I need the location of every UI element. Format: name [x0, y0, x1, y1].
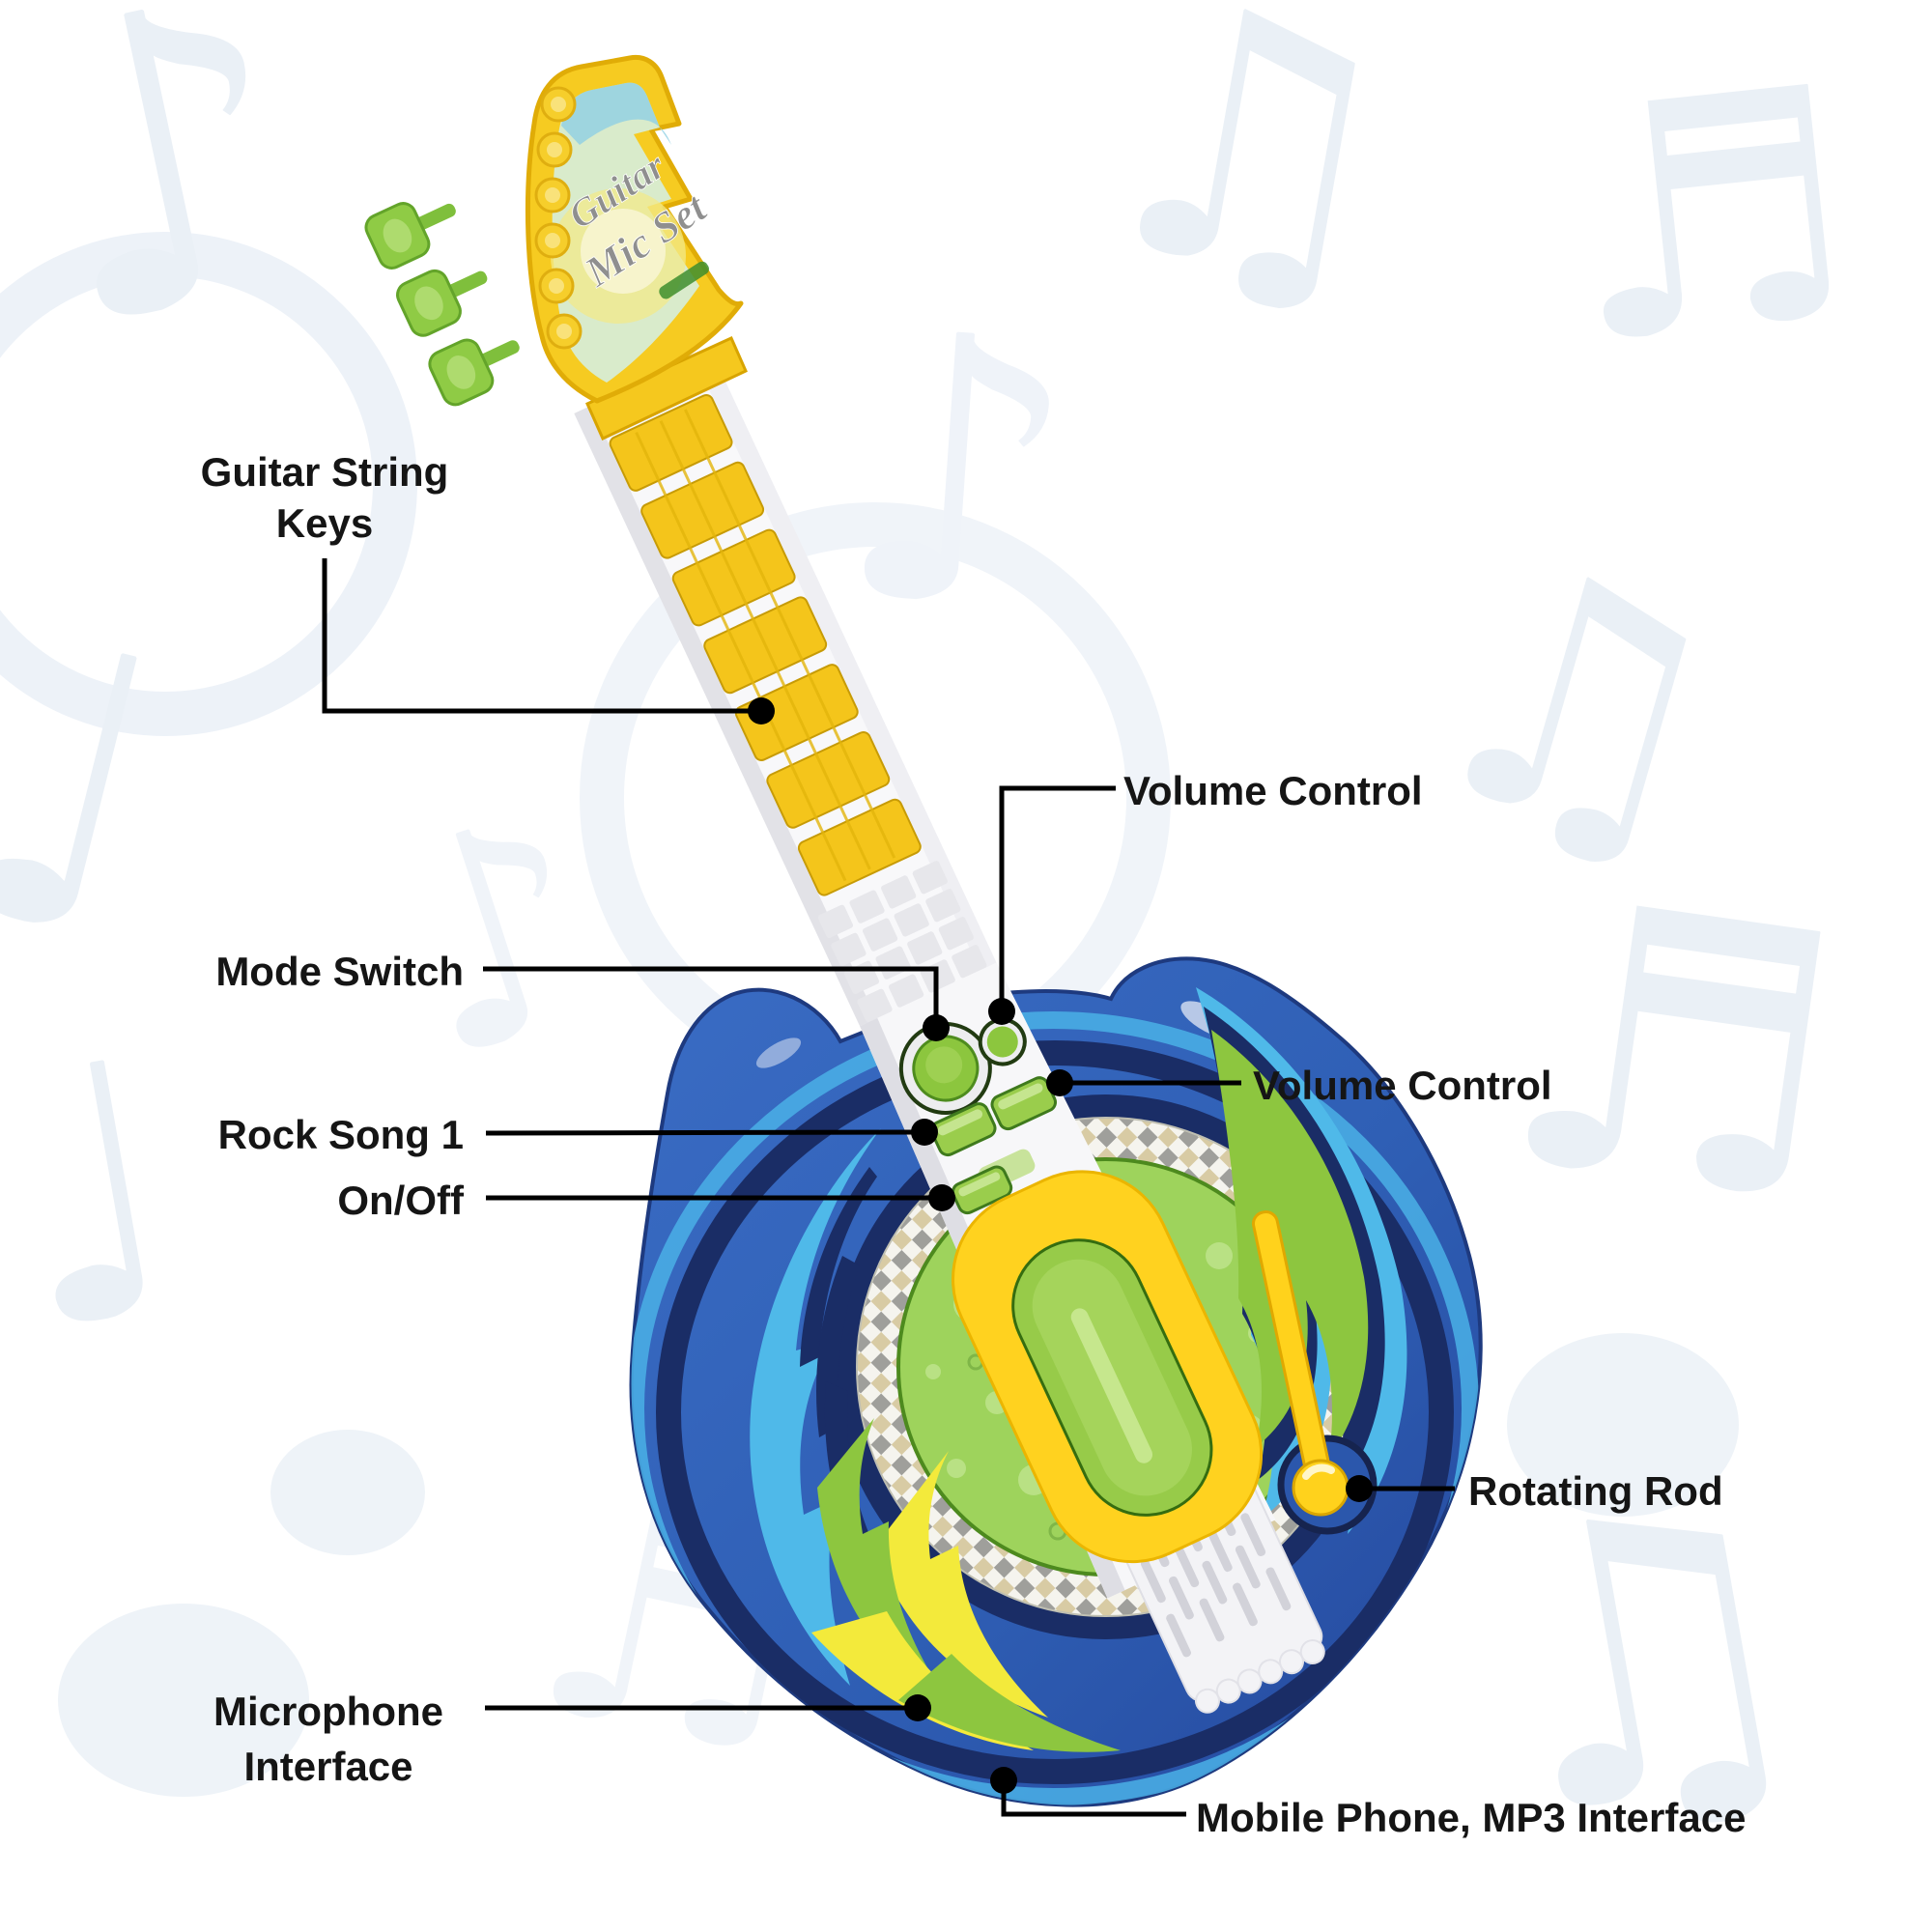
leader-volume-control-right: [1046, 1069, 1241, 1096]
neck-left-rail: [574, 404, 884, 1036]
strum-plate: [951, 1170, 1264, 1564]
anchor-dot: [1346, 1475, 1373, 1502]
bridge-scallops: [1194, 1639, 1325, 1714]
logo-sub-banner: [659, 261, 709, 299]
on-off-button: [952, 1165, 1013, 1215]
leader-mobile-phone-mp3: [990, 1767, 1186, 1817]
headstock: [364, 202, 520, 407]
left-wing-graphic: [750, 1128, 1048, 1718]
anchor-dot: [988, 998, 1015, 1025]
strum-pad-highlight: [1070, 1308, 1153, 1463]
anchor-dot: [748, 697, 775, 724]
leader-rock-song-1: [485, 1119, 938, 1146]
anchor-dot: [911, 1119, 938, 1146]
label-guitar-string-keys: Guitar String Keys: [200, 449, 449, 546]
leader-microphone-interface: [485, 1694, 931, 1721]
anchor-dot: [1046, 1069, 1073, 1096]
notehead-blob-decoration: [1507, 1333, 1739, 1517]
neck-assembly: [364, 202, 1325, 1714]
bottom-flame-graphic: [811, 1611, 1121, 1752]
label-mode-switch: Mode Switch: [215, 949, 464, 994]
anchor-dot: [928, 1184, 955, 1211]
neck-collar: [585, 336, 748, 441]
body-decorations: [631, 1001, 1479, 1805]
label-on-off: On/Off: [337, 1178, 464, 1223]
leader-guitar-string-keys: [322, 558, 775, 724]
right-wing-graphic: [1196, 987, 1407, 1534]
rock-song-1-button: [930, 1102, 997, 1157]
neck-right-rail: [691, 350, 1001, 980]
label-volume-control-top: Volume Control: [1123, 768, 1423, 813]
horn-glint: [755, 1037, 802, 1068]
leader-mode-switch: [483, 966, 950, 1041]
anchor-dot: [990, 1767, 1017, 1794]
leader-volume-control-top: [988, 785, 1116, 1025]
leader-on-off: [486, 1184, 955, 1211]
label-volume-control-right: Volume Control: [1253, 1063, 1552, 1108]
notehead-blob-decoration: [270, 1430, 425, 1555]
label-rock-song-1: Rock Song 1: [217, 1112, 464, 1157]
leader-lines: [322, 558, 1455, 1817]
guitar-string-keys-frets: [609, 394, 922, 896]
leader-rotating-rod: [1346, 1475, 1455, 1502]
anchor-dot: [923, 1014, 950, 1041]
label-microphone-interface: Microphone Interface: [213, 1689, 443, 1789]
label-rotating-rod: Rotating Rod: [1468, 1468, 1723, 1514]
notehead-blob-decoration: [58, 1604, 309, 1797]
label-mobile-phone-mp3-interface: Mobile Phone, MP3 Interface: [1196, 1795, 1747, 1840]
headstock-plate: Guitar Mic Set: [525, 54, 748, 441]
tuning-pegs: [364, 202, 520, 407]
anchor-dot: [904, 1694, 931, 1721]
